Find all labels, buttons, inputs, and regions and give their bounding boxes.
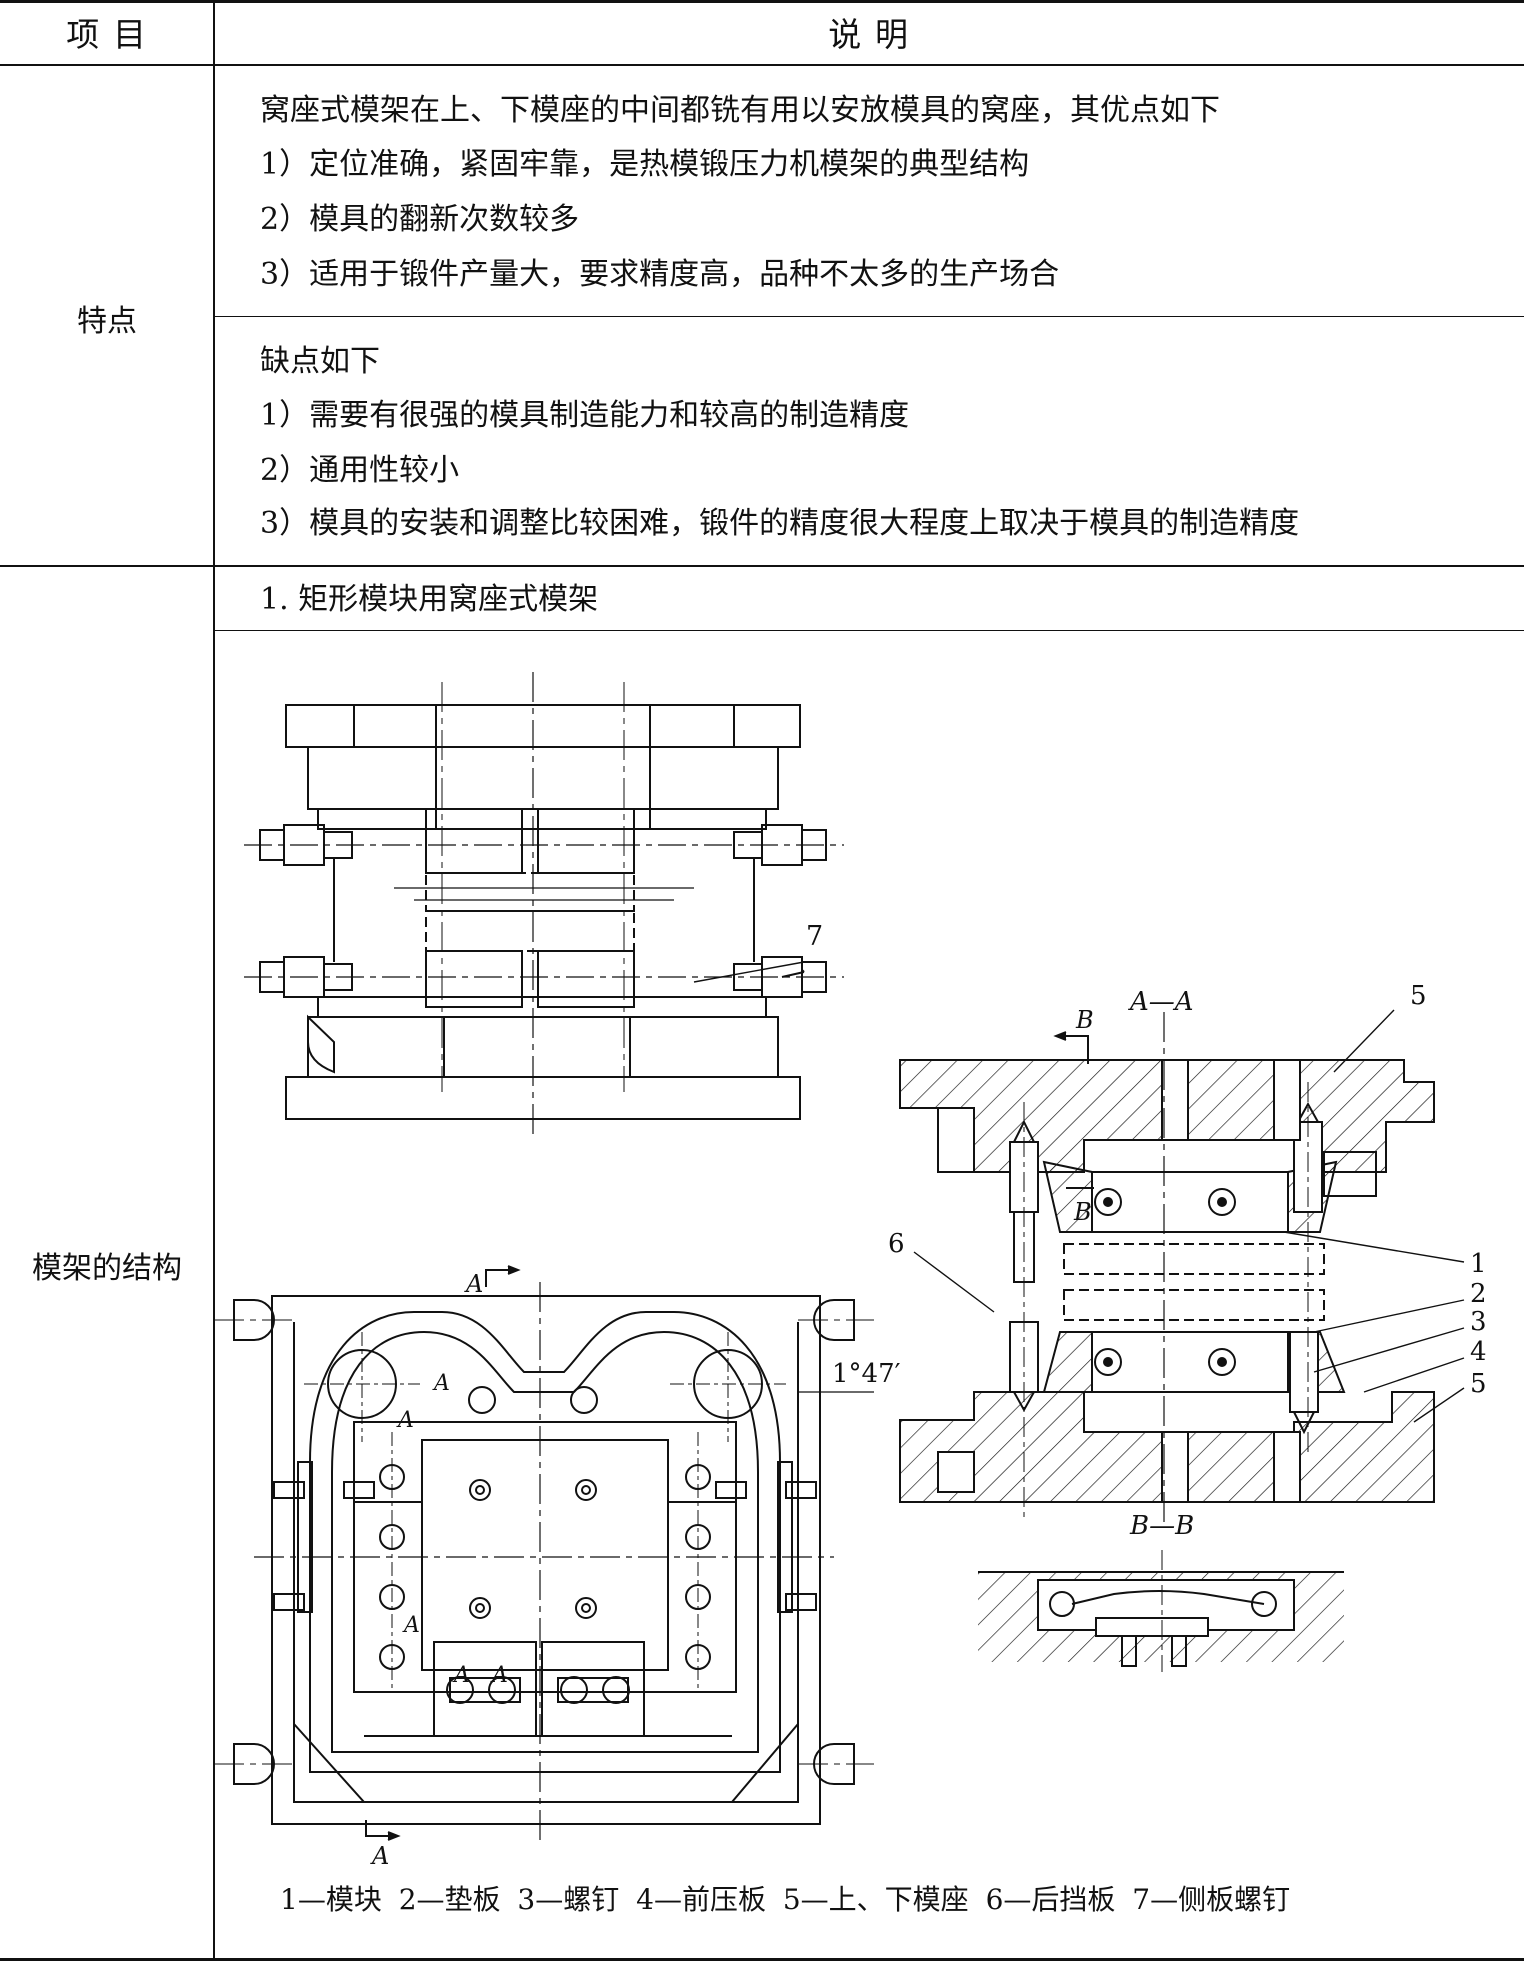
advantages-intro: 窝座式模架在上、下模座的中间都铣有用以安放模具的窝座，其优点如下 — [260, 93, 1220, 128]
local-mark-a: A — [490, 1663, 508, 1688]
advantage-item: 3）适用于锻件产量大，要求精度高，品种不太多的生产场合 — [260, 257, 1060, 292]
sub-divider-features — [214, 316, 1524, 317]
taper-angle: 1°47′ — [832, 1359, 901, 1389]
section-mark-a-top: A — [464, 1270, 483, 1298]
header-item: 项 目 — [66, 15, 148, 54]
disadvantage-item: 1）需要有很强的模具制造能力和较高的制造精度 — [260, 398, 910, 433]
callout-7: 7 — [806, 921, 823, 952]
row-label-features: 特点 — [77, 304, 137, 339]
local-mark-a: A — [396, 1408, 414, 1433]
section-mark-b: B — [1075, 1006, 1094, 1034]
structure-subtitle: 1. 矩形模块用窝座式模架 — [260, 582, 599, 617]
callout-1: 1 — [1470, 1249, 1487, 1279]
disadvantages-intro: 缺点如下 — [260, 344, 380, 379]
row-label-structure: 模架的结构 — [32, 1251, 182, 1286]
local-mark-a: A — [432, 1371, 450, 1396]
section-mark-b: B — [1073, 1198, 1092, 1226]
plan-view: A A A A A A A 1°47′ — [214, 1265, 901, 1870]
local-mark-a: A — [402, 1613, 420, 1638]
callout-6: 6 — [888, 1229, 905, 1259]
section-b-b-title: B—B — [1129, 1511, 1194, 1541]
callout-2: 2 — [1470, 1279, 1487, 1309]
header-divider — [0, 64, 1524, 66]
callout-5-lower: 5 — [1470, 1369, 1487, 1399]
disadvantage-item: 2）通用性较小 — [260, 453, 460, 488]
section-a-a-view: A—A — [888, 981, 1487, 1522]
advantage-item: 1）定位准确，紧固牢靠，是热模锻压力机模架的典型结构 — [260, 147, 1030, 182]
sub-divider-structure — [214, 630, 1524, 631]
table-top-border — [0, 0, 1524, 3]
row-divider — [0, 565, 1524, 567]
callout-4: 4 — [1470, 1337, 1487, 1367]
advantage-item: 2）模具的翻新次数较多 — [260, 202, 580, 237]
figure-caption: 1—模块 2—垫板 3—螺钉 4—前压板 5—上、下模座 6—后挡板 7—侧板螺… — [280, 1883, 1291, 1916]
front-elevation-view: 7 — [244, 672, 844, 1137]
section-a-a-title: A—A — [1128, 987, 1194, 1017]
callout-5-upper: 5 — [1410, 981, 1427, 1011]
section-b-b-view: B—B — [978, 1511, 1344, 1672]
column-divider — [213, 0, 215, 1961]
section-mark-a-bottom: A — [370, 1842, 389, 1870]
die-set-drawing: 7 — [214, 672, 1487, 1870]
table-bottom-border — [0, 1958, 1524, 1961]
local-mark-a: A — [452, 1663, 470, 1688]
disadvantage-item: 3）模具的安装和调整比较困难，锻件的精度很大程度上取决于模具的制造精度 — [260, 506, 1300, 541]
callout-3: 3 — [1470, 1307, 1487, 1337]
header-description: 说 明 — [828, 15, 910, 54]
